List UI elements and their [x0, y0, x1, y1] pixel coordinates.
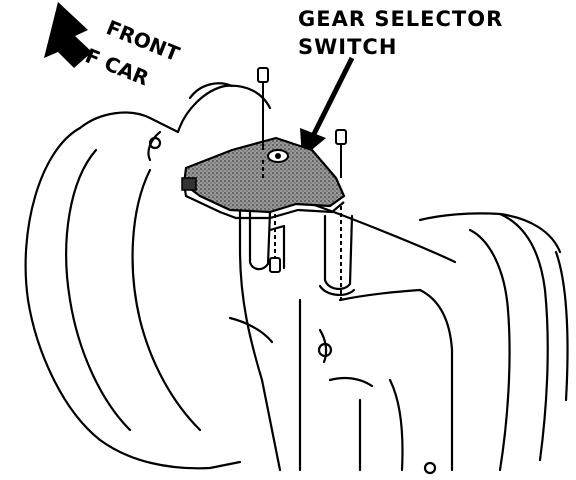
front-direction-arrow	[44, 2, 92, 68]
bolt-left	[257, 67, 269, 180]
callout-line2: SWITCH	[298, 35, 397, 59]
bolt-lower	[269, 214, 281, 273]
callout-line1: GEAR SELECTOR	[298, 7, 503, 31]
bolt-right	[335, 129, 347, 300]
transmission-housing	[24, 82, 569, 475]
gear-selector-switch-label: GEAR SELECTOR SWITCH	[298, 7, 503, 59]
mounting-bolts	[257, 67, 347, 300]
front-of-car-label: FRONT OF CAR	[66, 15, 183, 90]
